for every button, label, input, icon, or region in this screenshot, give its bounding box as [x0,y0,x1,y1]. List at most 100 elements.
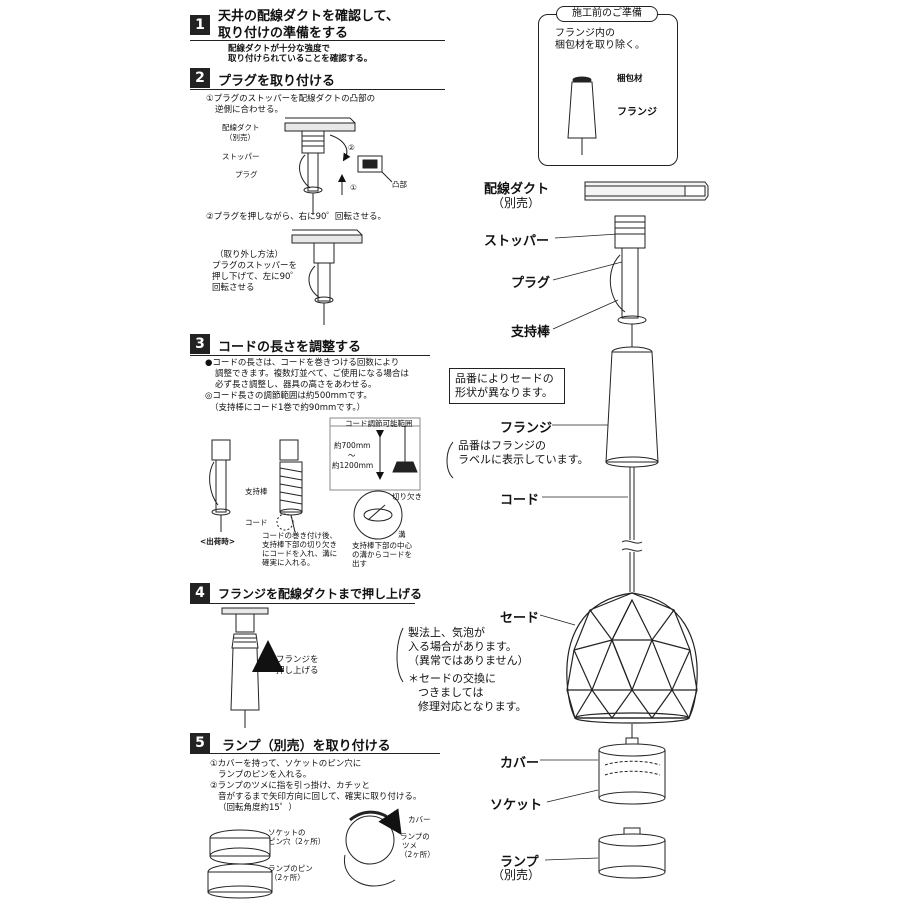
step4-push-line2: 押し上げる [276,666,319,676]
step3-label-groove: 溝 [398,530,406,539]
prep-flange-illustration [567,76,597,155]
step2-mark2: ② [348,143,355,152]
prep-text-line1: フランジ内の [555,28,615,39]
prep-label-packing: 梱包材 [617,74,643,84]
right-label-cord: コード [500,493,540,508]
step2-label-convex: 凸部 [392,180,407,189]
step5-number: 5 [190,733,210,753]
step3-wind-line4: 確実に入れる。 [262,558,315,567]
right-flange-illustration [605,346,659,468]
step5-title: ランプ（別売）を取り付ける [222,739,391,754]
step3-b1-line3: 必ず長さ調整し、器具の高さをあわせる。 [215,380,377,390]
right-label-rod: 支持棒 [511,325,551,340]
prep-label-flange: フランジ [617,107,657,118]
note-bubble-line2: 入る場合があります。 [408,640,517,653]
step3-range-sketch [329,417,421,491]
step2-label-stopper: ストッパー [222,152,260,161]
step4-number: 4 [190,583,210,603]
right-label-lamp-sub: （別売） [492,868,541,882]
note-bubble-line3: （異常ではありません） [408,654,529,667]
step3-b2-line1: ◎コード長さの調節範囲は約500mmです。 [205,391,372,401]
step3-title: コードの長さを調整する [218,340,362,355]
step5-pin-line1: ランプのピン [268,864,313,873]
note-shape-box [449,368,565,404]
step3-groove-line2: の溝からコードを [352,550,412,559]
step2-label-duct-sub: （別売） [225,133,255,142]
right-label-lamp: ランプ [500,855,539,870]
step3-groove-line1: 支持棒下部の中心 [352,541,412,550]
step1-desc-line1: 配線ダクトが十分な強度で [228,44,331,54]
step3-groove-line3: 出す [352,559,367,568]
step2-removal-line4: 回転させる [212,283,255,293]
step3-label-shipping: <出荷時> [200,537,236,546]
step2-mark1: ① [350,183,357,192]
step2-title: プラグを取り付ける [218,74,336,89]
step3-number: 3 [190,334,210,354]
step2-plug-illustration [284,117,393,215]
step2-inst1-line2: 逆側に合わせる。 [215,105,284,115]
right-label-plug: プラグ [511,276,551,291]
step3-range-max: 約1200mm [332,461,374,470]
step5-pinhole-line1: ソケットの [268,828,306,837]
step1-number: 1 [190,15,210,35]
step3-b2-line2: （支持棒にコード1巻で約90mmです。） [210,403,366,413]
right-label-duct: 配線ダクト [484,182,550,197]
right-label-socket: ソケット [490,798,543,813]
step1-desc-line2: 取り付けられていることを確認する。 [228,54,373,64]
step2-removal-line1: （取り外し方法） [215,250,284,260]
step5-inst2-line1: ②ランプのツメに指を引っ掛け、カチッと [210,781,370,791]
right-socket-illustration [598,724,666,805]
note-repair-line2: つきましては [418,686,484,699]
note-label-line2: ラベルに表示しています。 [458,453,589,466]
step3-wind-line3: にコードを入れ、溝に [262,549,338,558]
step3-wind-line2: 支持棒下部の切り欠き [262,540,337,549]
step2-inst1-line1: ①プラグのストッパーを配線ダクトの凸部の [206,94,376,104]
right-label-flange: フランジ [500,421,553,436]
step2-removal-line2: プラグのストッパーを [212,261,298,271]
step5-claw-line2: ツメ [402,841,417,850]
right-lamp-illustration [598,827,666,879]
leader-lines [539,233,628,861]
step3-range-min: 約700mm [334,441,371,450]
step3-rods-illustration [209,439,403,540]
step1-title-line2: 取り付けの準備をする [218,26,349,41]
step3-b1-line2: 調整できます。複数灯並べて、ご使用になる場合は [215,369,409,379]
step2-rotate-illustration [291,229,363,325]
step2-removal-line3: 押し下げて、左に90゜ [212,272,299,282]
step2-label-duct: 配線ダクト [222,123,260,132]
step5-rule [190,753,440,754]
note-bubble-line1: 製法上、気泡が [408,626,485,639]
step3-b1-line1: ●コードの長さは、コードを巻きつける回数により [205,358,400,368]
step4-push-line1: フランジを [276,655,319,665]
step5-pin-line2: （2ヶ所） [270,873,305,882]
step2-rule [190,89,445,90]
right-label-stopper: ストッパー [484,234,550,249]
step4-flange-illustration [221,607,284,728]
step3-rule [190,355,430,356]
note-shape-line1: 品番によりセードの [455,372,554,385]
right-label-shade: セード [500,611,540,626]
step4-rule [190,603,415,604]
right-plug-illustration [609,215,647,352]
step5-inst2-line2: 音がするまで矢印方向に回して、確実に取り付ける。 [218,792,422,802]
note-repair-line3: 修理対応となります。 [418,700,527,713]
prep-text-line2: 梱包材を取り除く。 [555,40,645,51]
note-shape-line2: 形状が異なります。 [455,386,553,399]
step3-wind-line1: コードの巻き付け後、 [262,531,337,540]
step1-title-line1: 天井の配線ダクトを確認して、 [218,9,399,24]
step5-inst2-line3: （回転角度約15゜） [218,803,297,813]
note-label-line1: 品番はフランジの [458,439,546,452]
step5-inst1-line2: ランプのピンを入れる。 [218,770,312,780]
step1-rule [190,40,445,41]
step3-label-notch: 切り欠き [392,492,422,501]
step3-range-sep: 〜 [348,451,356,460]
step5-inst1-line1: ①カバーを持って、ソケットのピン穴に [210,759,362,769]
right-cord-illustration [621,467,643,592]
note-brackets [396,441,454,683]
step2-inst2: ②プラグを押しながら、右に90゜回転させる。 [206,212,386,222]
step5-label-cover: カバー [408,815,431,824]
step5-pinhole-line2: ピン穴（2ヶ所） [268,837,326,846]
right-label-duct-sub: （別売） [492,196,541,210]
step5-claw-line3: （2ヶ所） [400,850,435,859]
